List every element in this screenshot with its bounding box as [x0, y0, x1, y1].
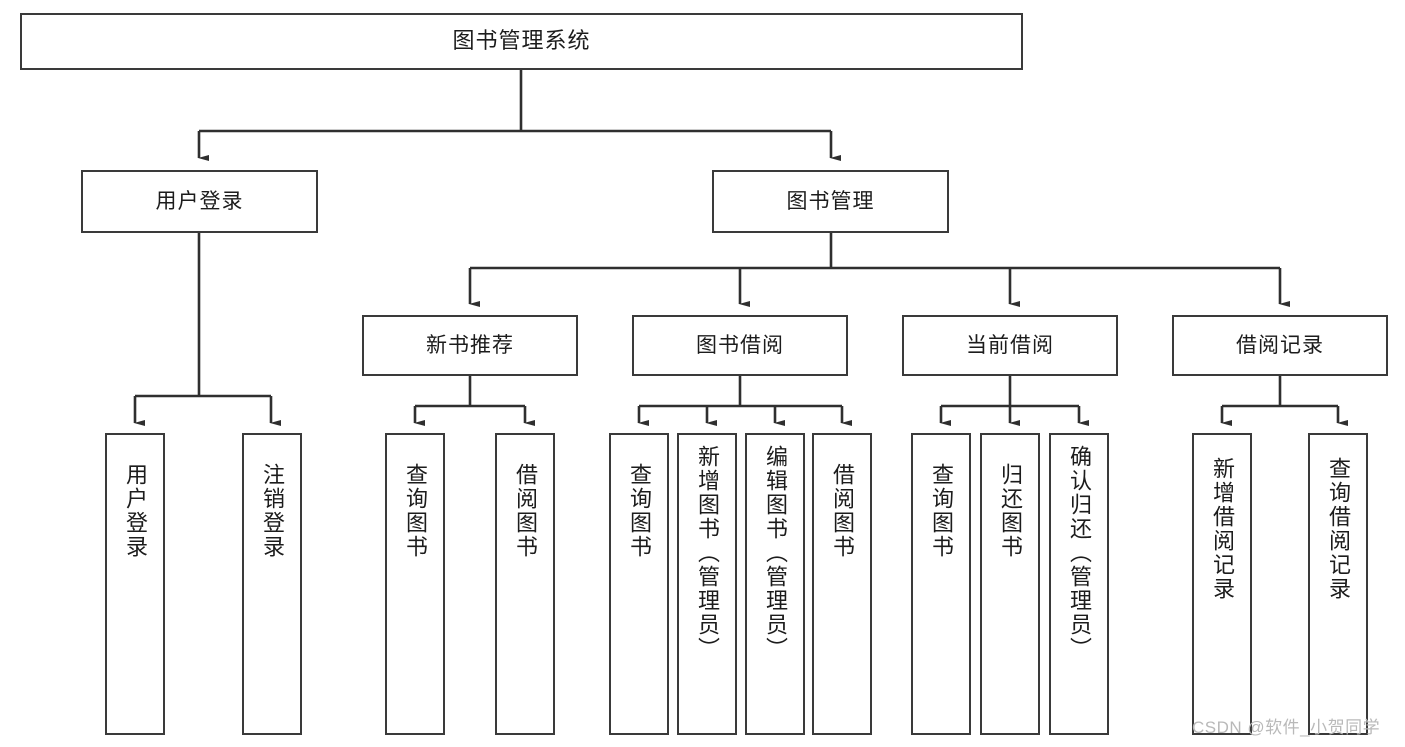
leaf-borrow-add-book-admin[interactable]: 新增图书（管理员） — [677, 433, 737, 735]
leaf-recommend-borrow-book[interactable]: 借阅图书 — [495, 433, 555, 735]
leaf-label: 注销登录 — [259, 463, 285, 559]
leaf-label: 查询图书 — [626, 463, 652, 559]
leaf-user-login-logout[interactable]: 注销登录 — [242, 433, 302, 735]
node-user-login[interactable]: 用户登录 — [81, 170, 318, 233]
leaf-records-add-record[interactable]: 新增借阅记录 — [1192, 433, 1252, 735]
leaf-label: 新增图书（管理员） — [694, 445, 720, 661]
node-borrow-records[interactable]: 借阅记录 — [1172, 315, 1388, 376]
leaf-label: 编辑图书（管理员） — [762, 445, 788, 661]
leaf-current-return-book[interactable]: 归还图书 — [980, 433, 1040, 735]
leaf-label: 新增借阅记录 — [1209, 457, 1235, 601]
leaf-current-query-book[interactable]: 查询图书 — [911, 433, 971, 735]
node-current-borrow[interactable]: 当前借阅 — [902, 315, 1118, 376]
leaf-label: 查询图书 — [402, 463, 428, 559]
leaf-label: 借阅图书 — [829, 463, 855, 559]
leaf-label: 借阅图书 — [512, 463, 538, 559]
leaf-recommend-query-book[interactable]: 查询图书 — [385, 433, 445, 735]
leaf-label: 用户登录 — [122, 463, 148, 559]
leaf-label: 查询图书 — [928, 463, 954, 559]
node-new-book-recommend[interactable]: 新书推荐 — [362, 315, 578, 376]
node-book-management[interactable]: 图书管理 — [712, 170, 949, 233]
leaf-label: 归还图书 — [997, 463, 1023, 559]
leaf-records-query-record[interactable]: 查询借阅记录 — [1308, 433, 1368, 735]
leaf-label: 查询借阅记录 — [1325, 457, 1351, 601]
node-book-borrow[interactable]: 图书借阅 — [632, 315, 848, 376]
leaf-borrow-query-book[interactable]: 查询图书 — [609, 433, 669, 735]
leaf-current-confirm-return-admin[interactable]: 确认归还（管理员） — [1049, 433, 1109, 735]
node-root-system[interactable]: 图书管理系统 — [20, 13, 1023, 70]
leaf-user-login-login[interactable]: 用户登录 — [105, 433, 165, 735]
leaf-borrow-edit-book-admin[interactable]: 编辑图书（管理员） — [745, 433, 805, 735]
watermark-text: CSDN @软件_小贺同学 — [1192, 718, 1381, 737]
leaf-borrow-borrow-book[interactable]: 借阅图书 — [812, 433, 872, 735]
leaf-label: 确认归还（管理员） — [1066, 445, 1092, 661]
